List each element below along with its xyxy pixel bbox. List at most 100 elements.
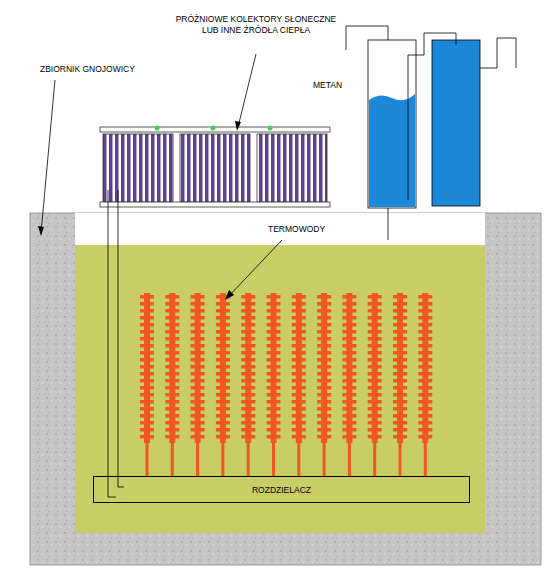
thermode-part — [165, 407, 179, 411]
thermode-part — [140, 400, 154, 404]
thermode-part — [292, 393, 306, 397]
thermode-part — [216, 302, 230, 306]
thermode-part — [165, 316, 179, 320]
thermode-part — [342, 400, 356, 404]
thermode-part — [267, 316, 281, 320]
thermode-part — [267, 351, 281, 355]
thermode-part — [317, 337, 331, 341]
thermode-part — [368, 316, 382, 320]
thermode-part — [368, 414, 382, 418]
thermode-part — [191, 435, 205, 439]
thermode-part — [292, 316, 306, 320]
thermode-part — [216, 330, 230, 334]
thermode-part — [216, 344, 230, 348]
thermode-part — [342, 351, 356, 355]
thermode-part — [165, 386, 179, 390]
thermode-part — [317, 407, 331, 411]
thermode-part — [267, 421, 281, 425]
thermode-part — [241, 344, 255, 348]
thermode-part — [368, 344, 382, 348]
thermode-part — [292, 309, 306, 313]
thermode-part — [165, 323, 179, 327]
thermode-part — [342, 344, 356, 348]
thermode-part — [241, 323, 255, 327]
thermode-part — [191, 344, 205, 348]
thermode-part — [267, 379, 281, 383]
thermode-part — [267, 295, 281, 299]
thermode-part — [140, 372, 154, 376]
thermode-part — [267, 372, 281, 376]
gas-tanks — [346, 26, 516, 240]
thermode-part — [368, 351, 382, 355]
thermode-part — [292, 344, 306, 348]
thermode-part — [418, 323, 432, 327]
thermode-part — [146, 443, 149, 476]
thermode-part — [393, 393, 407, 397]
thermode-part — [165, 309, 179, 313]
thermode-part — [317, 428, 331, 432]
thermode-part — [216, 365, 230, 369]
thermode-part — [241, 351, 255, 355]
thermode-part — [297, 443, 300, 476]
thermode-part — [241, 337, 255, 341]
thermode-part — [292, 351, 306, 355]
thermode-part — [247, 443, 250, 476]
slurry — [75, 245, 485, 533]
thermode-part — [368, 295, 382, 299]
thermode-part — [267, 309, 281, 313]
thermode-part — [191, 358, 205, 362]
thermode-part — [342, 421, 356, 425]
thermode-part — [393, 421, 407, 425]
thermode-part — [140, 351, 154, 355]
thermode-part — [393, 386, 407, 390]
thermode-part — [165, 379, 179, 383]
thermode-part — [216, 358, 230, 362]
thermode-part — [342, 407, 356, 411]
thermode-part — [393, 302, 407, 306]
thermode-part — [165, 358, 179, 362]
thermode-part — [317, 351, 331, 355]
thermode-part — [373, 443, 376, 476]
thermode-part — [140, 365, 154, 369]
thermode-part — [393, 337, 407, 341]
thermode-part — [317, 386, 331, 390]
thermode-part — [267, 428, 281, 432]
thermode-part — [216, 379, 230, 383]
thermode-part — [140, 358, 154, 362]
thermode-part — [267, 386, 281, 390]
thermode-part — [393, 330, 407, 334]
thermode-part — [140, 428, 154, 432]
thermode-part — [368, 358, 382, 362]
thermode-part — [292, 337, 306, 341]
thermode-part — [368, 372, 382, 376]
thermode-part — [317, 365, 331, 369]
thermode-part — [418, 344, 432, 348]
caption-label: METAN — [313, 80, 363, 91]
thermode-part — [216, 421, 230, 425]
thermode-part — [191, 309, 205, 313]
thermode-part — [267, 330, 281, 334]
thermode-part — [317, 358, 331, 362]
thermode-part — [368, 386, 382, 390]
thermode-part — [267, 302, 281, 306]
thermode-part — [368, 428, 382, 432]
thermode-part — [165, 421, 179, 425]
thermode-part — [368, 365, 382, 369]
thermode-part — [342, 379, 356, 383]
thermode-part — [368, 309, 382, 313]
thermode-part — [418, 435, 432, 439]
thermode-part — [292, 428, 306, 432]
thermode-part — [317, 344, 331, 348]
thermode-part — [393, 295, 407, 299]
thermode-part — [418, 379, 432, 383]
caption-label: ZBIORNIK GNOJOWICY — [40, 64, 160, 75]
thermode-part — [267, 365, 281, 369]
thermode-part — [171, 443, 174, 476]
thermode-part — [140, 421, 154, 425]
thermode-part — [216, 435, 230, 439]
thermode-part — [191, 400, 205, 404]
thermode-part — [267, 337, 281, 341]
thermode-part — [165, 372, 179, 376]
thermode-part — [342, 386, 356, 390]
thermode-part — [342, 365, 356, 369]
